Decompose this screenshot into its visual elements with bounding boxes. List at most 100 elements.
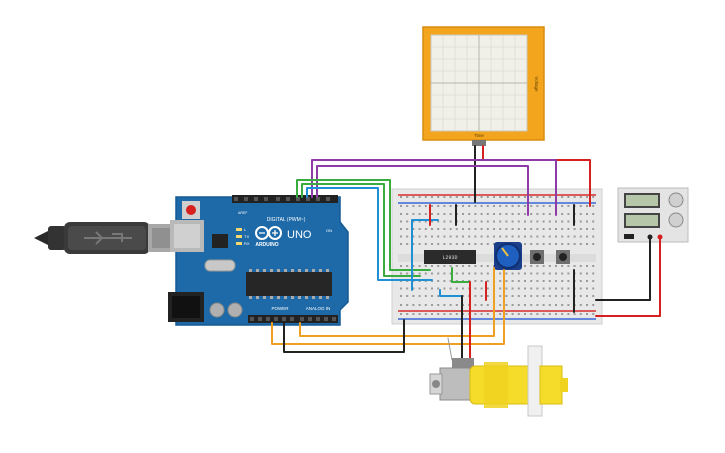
breadboard-hole	[486, 295, 489, 297]
breadboard-hole	[486, 213, 489, 215]
breadboard-hole	[555, 228, 557, 230]
breadboard-hole	[486, 304, 489, 306]
breadboard-hole	[424, 220, 427, 223]
breadboard-hole	[474, 313, 477, 315]
breadboard-hole	[412, 220, 415, 223]
breadboard-hole	[493, 205, 495, 207]
breadboard-hole	[412, 272, 415, 275]
breadboard-hole	[418, 220, 421, 223]
breadboard-hole	[418, 235, 421, 238]
breadboard-hole	[437, 196, 440, 198]
breadboard-hole	[511, 213, 514, 215]
breadboard-hole	[443, 213, 446, 215]
breadboard-hole	[418, 243, 421, 245]
breadboard-hole	[499, 235, 502, 238]
breadboard-hole	[449, 287, 452, 290]
wire-purple-1	[311, 159, 557, 216]
breadboard-hole	[418, 205, 421, 207]
breadboard-hole	[443, 280, 446, 282]
breadboard-hole	[555, 313, 557, 315]
breadboard-hole	[586, 213, 588, 215]
breadboard-hole	[530, 235, 533, 238]
reset-button[interactable]	[186, 205, 196, 215]
breadboard-hole	[561, 272, 564, 275]
breadboard-hole	[449, 205, 452, 207]
push-button-1[interactable]	[530, 250, 544, 264]
breadboard-hole	[468, 205, 471, 207]
breadboard-hole	[542, 295, 545, 297]
breadboard-hole	[437, 228, 440, 230]
breadboard-hole	[443, 220, 446, 223]
usb-cable[interactable]	[34, 222, 184, 254]
breadboard-hole	[486, 272, 489, 275]
breadboard-hole	[412, 313, 415, 315]
breadboard-hole	[406, 287, 409, 290]
breadboard-hole	[561, 220, 564, 223]
breadboard-hole	[418, 265, 421, 267]
potentiometer[interactable]	[494, 242, 522, 270]
breadboard-hole	[561, 295, 564, 297]
breadboard-hole	[499, 196, 502, 198]
breadboard-hole	[536, 287, 539, 290]
breadboard-hole	[567, 265, 570, 267]
breadboard-hole	[561, 287, 564, 290]
breadboard-hole	[548, 295, 551, 297]
power-supply[interactable]	[617, 187, 689, 243]
breadboard-hole	[561, 205, 564, 207]
breadboard-hole	[548, 272, 551, 275]
breadboard-hole	[424, 228, 427, 230]
breadboard-hole	[431, 220, 433, 223]
breadboard-hole	[586, 243, 588, 245]
breadboard-hole	[431, 235, 433, 238]
breadboard-hole	[579, 313, 582, 315]
breadboard-hole	[486, 265, 489, 267]
breadboard-hole	[431, 265, 433, 267]
breadboard-hole	[579, 213, 582, 215]
breadboard-hole	[412, 205, 415, 207]
breadboard-hole	[424, 196, 427, 198]
tx-led-label: TX	[244, 234, 249, 239]
breadboard-hole	[449, 265, 452, 267]
breadboard-hole	[468, 228, 471, 230]
oscilloscope[interactable]: Voltage Time	[422, 26, 545, 146]
breadboard-hole	[573, 235, 576, 238]
push-button-2[interactable]	[556, 250, 570, 264]
breadboard-hole	[555, 265, 557, 267]
breadboard-hole	[517, 220, 520, 223]
breadboard-hole	[517, 272, 520, 275]
breadboard-hole	[586, 265, 588, 267]
breadboard-hole	[592, 196, 595, 198]
breadboard-hole	[462, 235, 464, 238]
breadboard-hole	[530, 213, 533, 215]
breadboard-hole	[424, 213, 427, 215]
current-knob[interactable]	[668, 212, 684, 228]
breadboard-hole	[431, 272, 433, 275]
breadboard-hole	[536, 205, 539, 207]
breadboard-hole	[462, 196, 464, 198]
breadboard-hole	[511, 295, 514, 297]
breadboard-hole	[573, 313, 576, 315]
breadboard-hole	[437, 313, 440, 315]
arduino-uno-board[interactable]: DIGITAL (PWM~) AREF L TX RX ARDUINO UNO …	[168, 195, 349, 326]
breadboard-hole	[486, 313, 489, 315]
breadboard-hole	[555, 235, 557, 238]
breadboard-hole	[530, 304, 533, 306]
breadboard-hole	[480, 265, 483, 267]
breadboard-hole	[505, 228, 508, 230]
dc-motor[interactable]	[429, 345, 568, 417]
breadboard-hole	[462, 265, 464, 267]
breadboard-hole	[455, 235, 458, 238]
breadboard-hole	[524, 272, 526, 275]
l293d-ic[interactable]: L293D	[424, 250, 476, 264]
breadboard-hole	[505, 213, 508, 215]
breadboard-hole	[480, 295, 483, 297]
breadboard-hole	[548, 228, 551, 230]
breadboard-hole	[579, 196, 582, 198]
breadboard-hole	[505, 287, 508, 290]
oscilloscope-time-label: Time	[474, 133, 484, 138]
breadboard-hole	[536, 235, 539, 238]
breadboard-hole	[536, 304, 539, 306]
wire-black-gnd	[283, 319, 405, 353]
voltage-knob[interactable]	[668, 192, 684, 208]
